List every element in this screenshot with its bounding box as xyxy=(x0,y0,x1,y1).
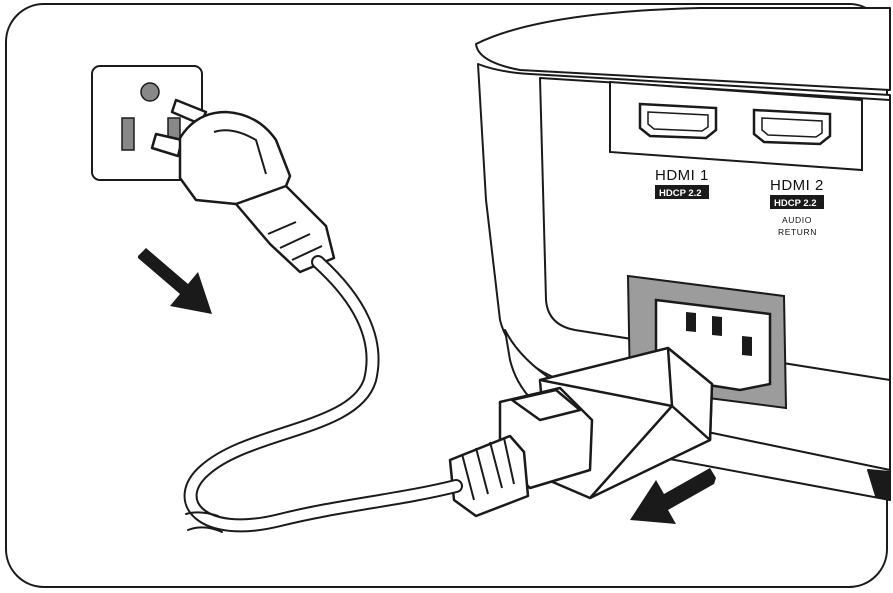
arrow-down-left-icon xyxy=(630,468,716,524)
iec-connector-icon[interactable] xyxy=(448,346,714,518)
hdmi2-hdcp-badge: HDCP 2.2 xyxy=(774,198,817,209)
hdmi2-return-label: RETURN xyxy=(778,227,817,237)
hdmi2-hdcp-badge-bg xyxy=(770,195,824,209)
power-cord-icon xyxy=(183,255,463,533)
hdmi2-label: HDMI 2 xyxy=(770,177,824,194)
hdmi1-label: HDMI 1 xyxy=(655,167,709,184)
arrow-down-right-icon xyxy=(138,248,212,314)
hdmi-port-icon[interactable] xyxy=(752,108,832,146)
hdmi2-audio-label: AUDIO xyxy=(782,215,812,225)
hdmi-panel xyxy=(609,80,863,172)
hdmi-port-icon[interactable] xyxy=(638,102,718,140)
hdmi1-hdcp-badge: HDCP 2.2 xyxy=(659,188,702,199)
hdmi1-hdcp-badge-bg xyxy=(655,185,709,199)
power-plug-icon[interactable] xyxy=(150,98,336,274)
